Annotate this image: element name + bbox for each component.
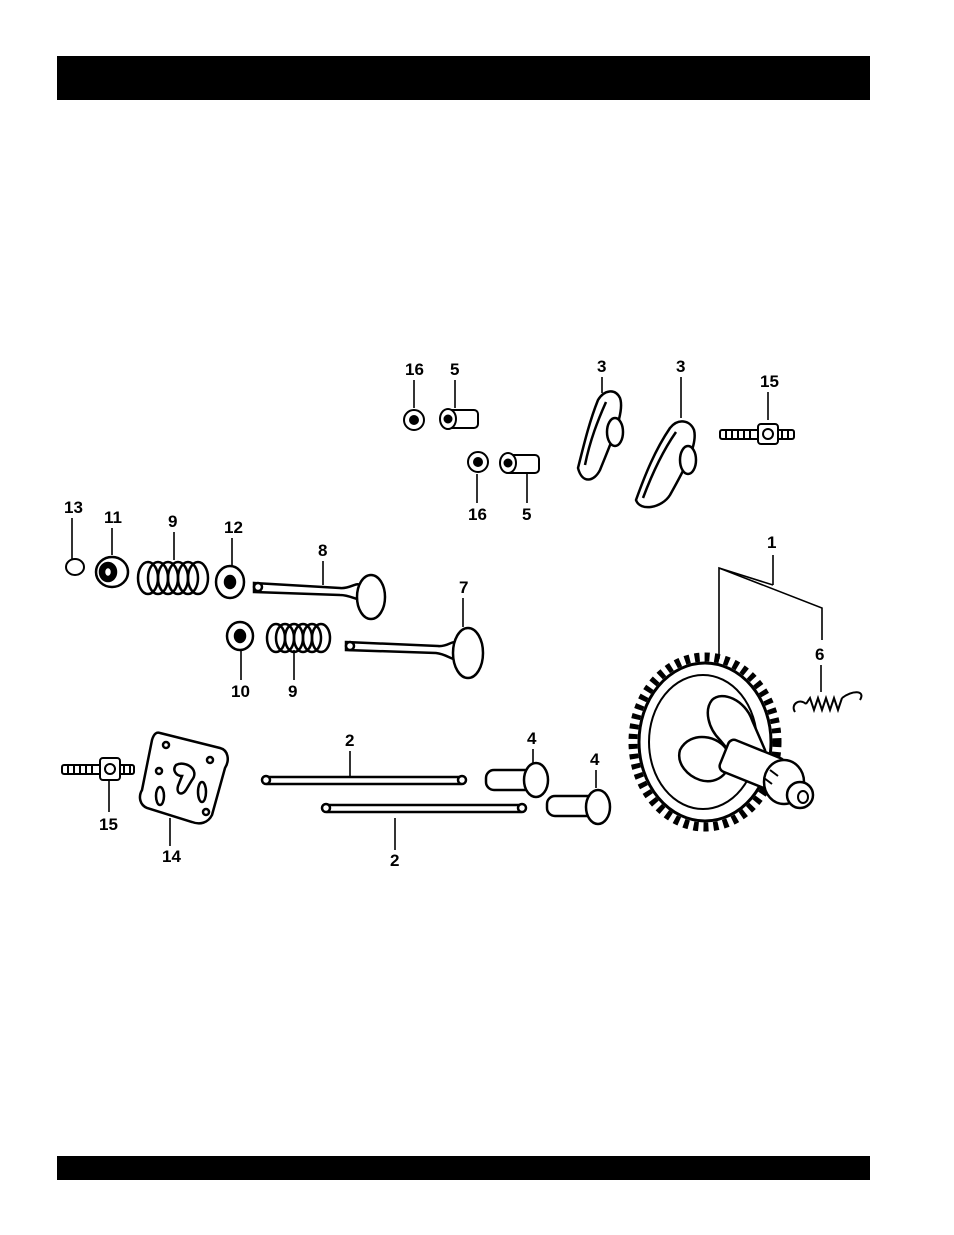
- callout-5-bottom: 5: [522, 505, 531, 524]
- tappet-4-right: [547, 790, 610, 824]
- callout-6: 6: [815, 645, 824, 664]
- adjuster-5-top: [440, 409, 478, 429]
- valve-8: [254, 575, 385, 619]
- callout-16-top: 16: [405, 360, 424, 379]
- spring-retainer-11: [96, 557, 128, 587]
- adjuster-5-bottom: [500, 453, 539, 473]
- tappet-4-left: [486, 763, 548, 797]
- spring-6: [794, 692, 862, 712]
- callout-4-left: 4: [527, 729, 537, 748]
- callout-5-top: 5: [450, 360, 459, 379]
- callout-3-left: 3: [597, 357, 606, 376]
- callout-7: 7: [459, 578, 468, 597]
- callout-2-bottom: 2: [390, 851, 399, 870]
- guide-plate-14: [140, 733, 228, 824]
- valve-7: [346, 628, 483, 678]
- push-rod-2-bottom: [322, 804, 526, 812]
- bolt-15-bottom: [62, 758, 134, 780]
- callout-3-right: 3: [676, 357, 685, 376]
- valve-spring-9-bottom: [267, 624, 330, 652]
- callout-14: 14: [162, 847, 181, 866]
- push-rod-2-top: [262, 776, 466, 784]
- spring-seat-10: [227, 622, 253, 650]
- rocker-arm-left: [578, 391, 623, 479]
- callout-11: 11: [104, 508, 122, 527]
- callout-10: 10: [231, 682, 250, 701]
- callout-16-bottom: 16: [468, 505, 487, 524]
- spring-seat-12: [216, 566, 244, 598]
- bolt-15-top: [720, 424, 794, 444]
- callout-13: 13: [64, 498, 83, 517]
- valve-cap-13: [66, 559, 84, 575]
- rocker-arm-right: [636, 421, 696, 507]
- callout-8: 8: [318, 541, 327, 560]
- nut-16-top: [404, 410, 424, 430]
- callout-1: 1: [767, 533, 776, 552]
- callout-9-top: 9: [168, 512, 177, 531]
- callout-4-right: 4: [590, 750, 600, 769]
- valve-spring-9-top: [138, 562, 208, 594]
- callout-15-top: 15: [760, 372, 779, 391]
- callout-12: 12: [224, 518, 243, 537]
- camshaft-gear-1: [633, 657, 813, 827]
- callout-15-bottom: 15: [99, 815, 118, 834]
- nut-16-bottom: [468, 452, 488, 472]
- callout-9-bottom: 9: [288, 682, 297, 701]
- callout-2-top: 2: [345, 731, 354, 750]
